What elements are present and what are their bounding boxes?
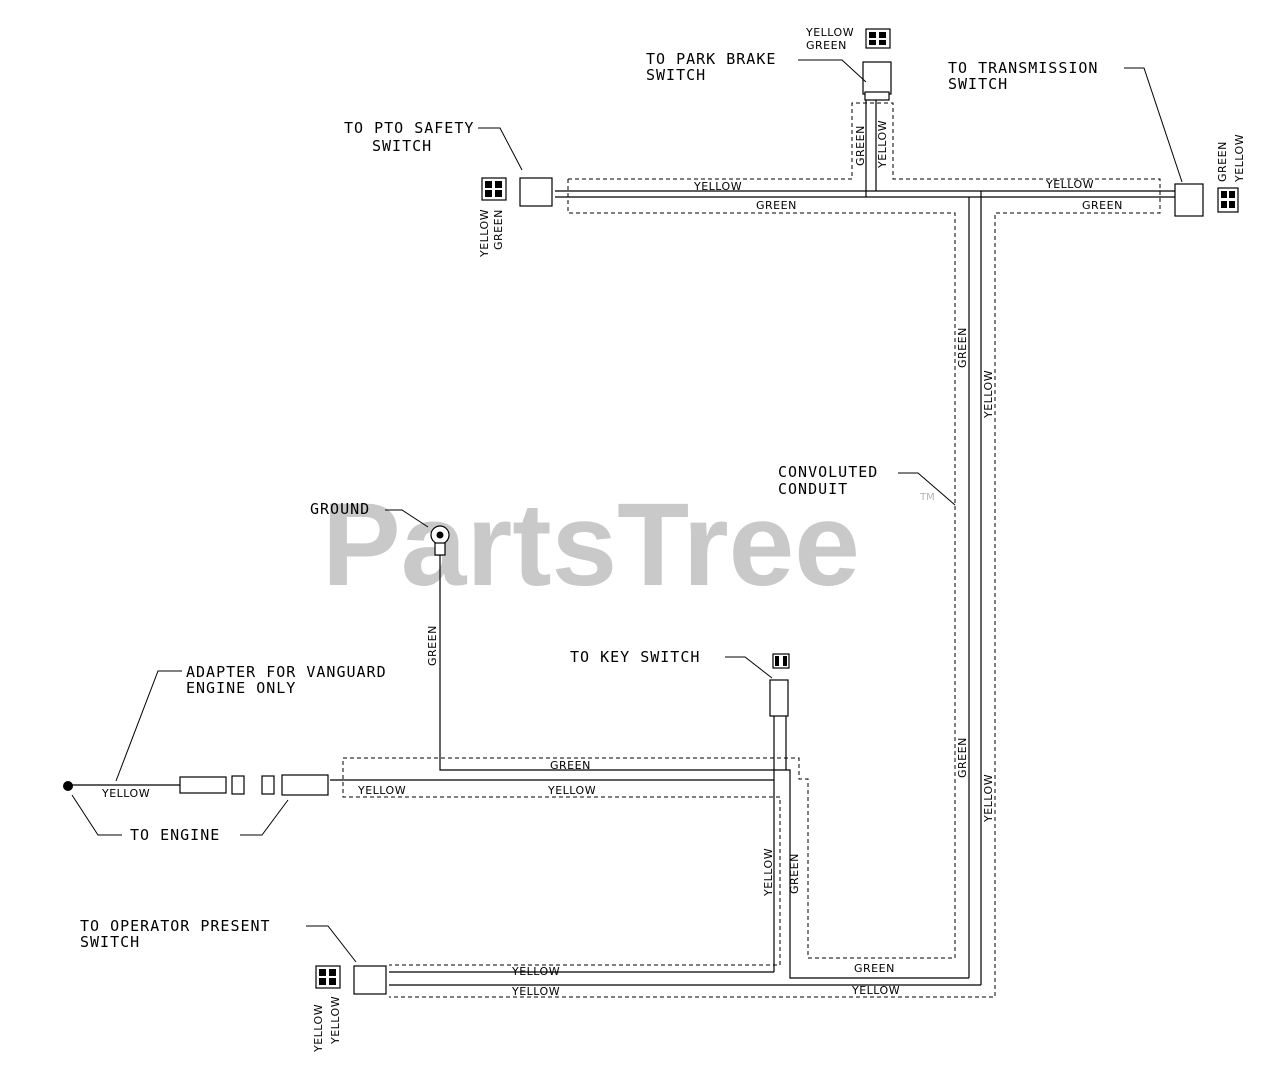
transmission-connector: [1174, 183, 1239, 217]
leader-engine-right: [240, 799, 289, 836]
adapter-terminal: [63, 781, 73, 791]
park-pin-2: GREEN: [806, 39, 847, 52]
engine-plug-socket: [261, 775, 275, 795]
park-brake-plug: [862, 61, 892, 95]
wire-key-yellow: [330, 779, 775, 972]
wire-label-top-left-yellow: YELLOW: [693, 180, 742, 193]
adapter-plug-left: [179, 776, 227, 794]
park-pin-1: YELLOW: [805, 26, 854, 39]
wire-green-return: [439, 555, 969, 979]
wire-label-top-right-green: GREEN: [1082, 199, 1123, 212]
top-harness: [330, 100, 1175, 998]
operator-pin-1: YELLOW: [312, 1004, 325, 1053]
adapter-label-1: ADAPTER FOR VANGUARD: [186, 663, 387, 681]
wire-label-ground-green: GREEN: [426, 625, 439, 666]
operator-label-1: TO OPERATOR PRESENT: [80, 917, 271, 935]
engine-plug-right: [281, 774, 329, 796]
operator-pin-2: YELLOW: [329, 996, 342, 1045]
leader-adapter: [115, 670, 182, 782]
conduit-label-2: CONDUIT: [778, 480, 848, 498]
transmission-plug: [1174, 183, 1204, 217]
transmission-pin-2: YELLOW: [1233, 134, 1246, 183]
leader-engine-left: [71, 794, 122, 836]
leader-conduit: [898, 472, 956, 506]
pto-label-1: TO PTO SAFETY: [344, 119, 474, 137]
wire-label-bottom-yellow-1: YELLOW: [511, 965, 560, 978]
adapter-plug-socket: [231, 775, 245, 795]
pto-connector: [481, 177, 553, 207]
engine-label: TO ENGINE: [130, 826, 220, 844]
wire-label-top-right-yellow: YELLOW: [1045, 178, 1094, 191]
wire-label-mid-yellow-left: YELLOW: [357, 784, 406, 797]
park-brake-collar: [864, 91, 890, 101]
wire-label-adapter-yellow: YELLOW: [101, 787, 150, 800]
operator-label-2: SWITCH: [80, 933, 140, 951]
wire-label-key-yellow: YELLOW: [762, 848, 775, 897]
key-switch-connector: [769, 653, 790, 717]
adapter-label-2: ENGINE ONLY: [186, 679, 296, 697]
wire-label-mid-yellow-right: YELLOW: [547, 784, 596, 797]
pto-label-2: SWITCH: [372, 137, 432, 155]
ground-terminal: [430, 525, 450, 556]
watermark: PartsTree: [322, 479, 860, 611]
pto-pin-2: GREEN: [492, 209, 505, 250]
leader-park: [798, 59, 867, 83]
leader-operator: [306, 925, 357, 963]
wire-label-key-green: GREEN: [788, 853, 801, 894]
operator-plug: [353, 965, 387, 995]
ground-crimp: [434, 542, 446, 556]
conduit-outer: [389, 102, 1161, 998]
leader-ground: [385, 509, 429, 528]
leader-transmission: [1124, 67, 1183, 183]
park-brake-label-1: TO PARK BRAKE: [646, 50, 776, 68]
wire-label-top-left-green: GREEN: [756, 199, 797, 212]
key-switch-label: TO KEY SWITCH: [570, 648, 700, 666]
wire-label-park-green: GREEN: [854, 125, 867, 166]
wire-label-park-yellow: YELLOW: [876, 120, 889, 169]
wire-label-riser-green-low: GREEN: [956, 737, 969, 778]
transmission-label-2: SWITCH: [948, 75, 1008, 93]
wire-label-riser-green: GREEN: [956, 327, 969, 368]
transmission-pin-1: GREEN: [1216, 141, 1229, 182]
key-switch-plug: [769, 679, 789, 717]
wire-label-riser-yellow-low: YELLOW: [982, 774, 995, 823]
conduit-label-1: CONVOLUTED: [778, 463, 878, 481]
wire-label-riser-yellow: YELLOW: [982, 370, 995, 419]
conduit-inner: [342, 179, 956, 966]
wire-label-bottom-yellow-3: YELLOW: [851, 984, 900, 997]
engine-adapter: [63, 774, 329, 796]
leader-key: [725, 656, 773, 679]
park-brake-label-2: SWITCH: [646, 66, 706, 84]
leader-pto: [478, 127, 523, 171]
pto-plug: [519, 177, 553, 207]
operator-connector: [315, 965, 387, 995]
transmission-label-1: TO TRANSMISSION: [948, 59, 1098, 77]
wire-label-bottom-green: GREEN: [854, 962, 895, 975]
wire-label-mid-green: GREEN: [550, 759, 591, 772]
watermark-tm: TM: [919, 492, 935, 503]
park-brake-connector: [862, 28, 892, 101]
park-brake-pin-icon: [865, 28, 891, 49]
pto-pin-1: YELLOW: [478, 209, 491, 258]
wire-label-bottom-yellow-2: YELLOW: [511, 985, 560, 998]
ground-label: GROUND: [310, 500, 370, 518]
